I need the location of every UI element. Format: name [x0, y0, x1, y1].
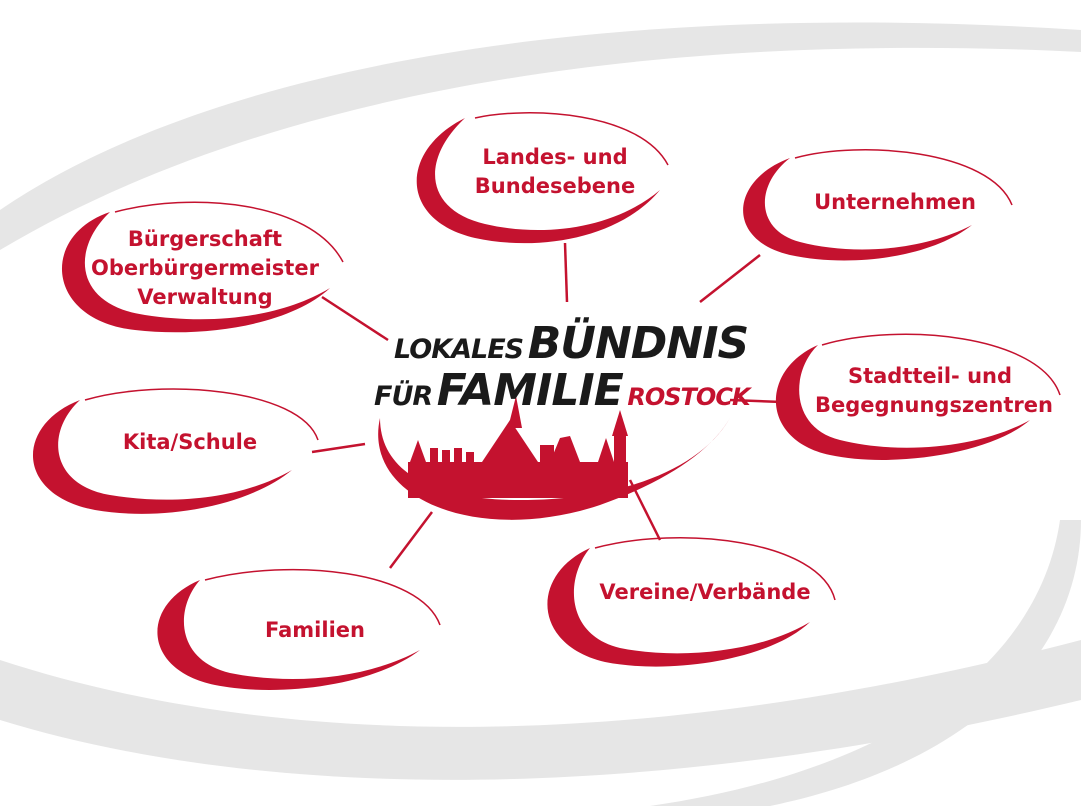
logo-line-2: FÜR FAMILIE ROSTOCK [374, 365, 751, 416]
logo-word-familie: FAMILIE [436, 365, 624, 416]
logo-word-fuer: FÜR [374, 381, 433, 412]
node-vereine-line-1: Vereine/Verbände [599, 580, 811, 604]
node-buergerschaft-line-2: Oberbürgermeister [91, 256, 319, 280]
logo-line-1: LOKALES BÜNDNIS [394, 318, 749, 369]
background-swoosh-top [0, 22, 1081, 250]
node-familien-label: Familien [215, 616, 415, 645]
connector-familien [389, 511, 433, 569]
logo-word-rostock: ROSTOCK [627, 383, 750, 411]
node-shape-stadtteil [775, 333, 1061, 460]
center-logo-swoosh [378, 418, 730, 520]
node-buergerschaft-label: Bürgerschaft Oberbürgermeister Verwaltun… [90, 225, 320, 312]
node-stadtteil-label: Stadtteil- und Begegnungszentren [815, 362, 1053, 420]
node-landes-label: Landes- und Bundesebene [455, 143, 655, 201]
logo-word-lokales: LOKALES [394, 334, 524, 365]
node-shape-landes [416, 112, 669, 244]
node-kita-label: Kita/Schule [90, 428, 290, 457]
connector-landes [563, 242, 569, 303]
node-familien-line-1: Familien [265, 618, 365, 642]
logo-word-buendnis: BÜNDNIS [527, 318, 749, 369]
node-buergerschaft-line-1: Bürgerschaft [127, 227, 283, 251]
node-shape-familien [157, 568, 441, 690]
rostock-skyline-silhouette [408, 396, 628, 498]
node-unternehmen-line-1: Unternehmen [814, 190, 976, 214]
node-stadtteil-line-1: Stadtteil- und [847, 364, 1013, 388]
node-buergerschaft-line-3: Verwaltung [137, 285, 273, 309]
node-shape-buergerschaft [61, 201, 344, 333]
node-shape-vereine [547, 537, 836, 667]
node-kita-line-1: Kita/Schule [122, 430, 258, 454]
background-swoosh-bottom [0, 640, 1081, 780]
node-unternehmen-label: Unternehmen [795, 188, 995, 217]
connector-buergerschaft [321, 295, 389, 342]
node-stadtteil-line-2: Begegnungszentren [815, 393, 1053, 417]
connector-kita [311, 442, 366, 454]
node-landes-line-2: Bundesebene [474, 174, 636, 198]
node-shape-kita [32, 388, 319, 514]
connector-stadtteil [729, 398, 783, 404]
node-shape-unternehmen [743, 149, 1013, 261]
connector-unternehmen [699, 254, 761, 303]
node-vereine-label: Vereine/Verbände [595, 578, 815, 607]
node-landes-line-1: Landes- und [482, 145, 628, 169]
